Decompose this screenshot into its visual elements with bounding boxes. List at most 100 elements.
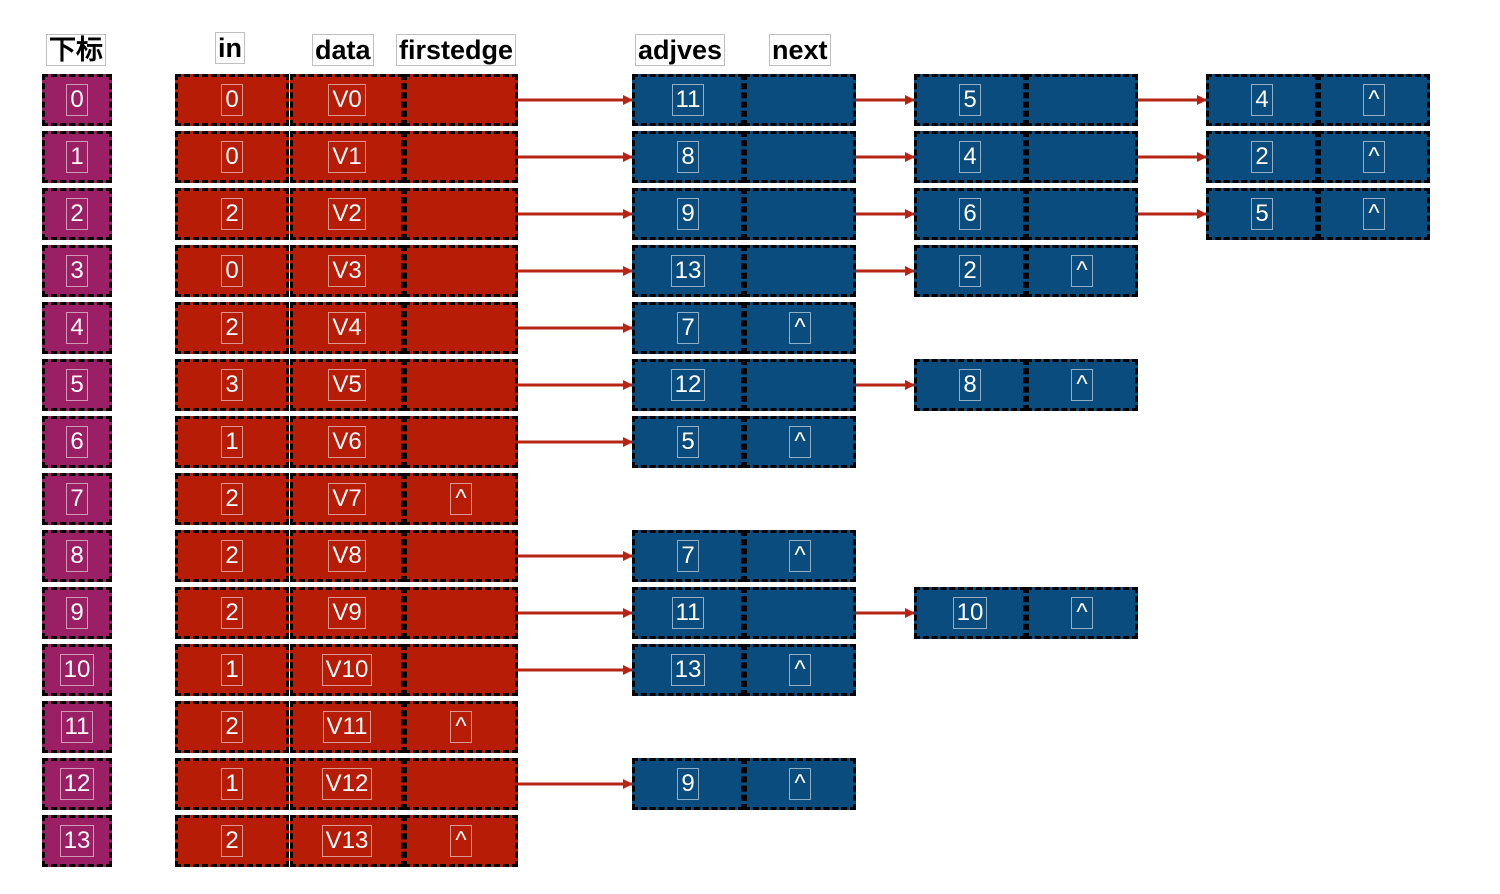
firstedge-cell: ^	[404, 815, 518, 867]
firstedge-cell-value: ^	[450, 483, 472, 515]
index-cell: 5	[42, 359, 112, 411]
in-degree-cell: 2	[175, 815, 289, 867]
index-cell-value: 7	[66, 483, 88, 515]
adjves-cell-value: 12	[670, 369, 706, 401]
firstedge-cell: ^	[404, 701, 518, 753]
adjves-cell-value: 4	[959, 141, 981, 173]
index-cell-value: 2	[66, 198, 88, 230]
in-degree-cell-value: 0	[221, 84, 243, 116]
adjves-cell-value: 13	[670, 255, 706, 287]
vertex-data-cell-value: V4	[328, 312, 366, 344]
index-cell-value: 1	[66, 141, 88, 173]
index-cell: 12	[42, 758, 112, 810]
in-degree-cell: 2	[175, 302, 289, 354]
next-cell-value: ^	[1363, 84, 1385, 116]
adjves-cell-value: 2	[1251, 141, 1273, 173]
next-cell-value: ^	[1071, 369, 1093, 401]
next-cell-value: ^	[1071, 255, 1093, 287]
index-cell: 10	[42, 644, 112, 696]
vertex-data-cell-value: V11	[322, 711, 372, 743]
in-degree-cell-value: 1	[221, 654, 243, 686]
next-cell-value: ^	[1363, 198, 1385, 230]
header-next: next	[769, 34, 831, 66]
next-cell: ^	[744, 758, 856, 810]
vertex-data-cell: V1	[290, 131, 404, 183]
in-degree-cell: 2	[175, 587, 289, 639]
adjves-cell-value: 5	[1251, 198, 1273, 230]
vertex-data-cell-value: V12	[321, 768, 373, 800]
adjves-cell-value: 8	[959, 369, 981, 401]
in-degree-cell-value: 2	[221, 483, 243, 515]
adjves-cell: 8	[914, 359, 1026, 411]
adjves-cell: 9	[632, 188, 744, 240]
vertex-data-cell-value: V8	[328, 540, 366, 572]
next-cell-value: ^	[789, 654, 811, 686]
next-cell	[744, 587, 856, 639]
index-cell-value: 12	[59, 768, 95, 800]
adjves-cell-value: 11	[671, 84, 705, 116]
adjves-cell: 2	[914, 245, 1026, 297]
in-degree-cell-value: 3	[221, 369, 243, 401]
index-cell-value: 0	[66, 84, 88, 116]
adjves-cell: 6	[914, 188, 1026, 240]
in-degree-cell: 1	[175, 758, 289, 810]
vertex-data-cell-value: V9	[328, 597, 366, 629]
adjves-cell: 5	[1206, 188, 1318, 240]
vertex-data-cell: V12	[290, 758, 404, 810]
in-degree-cell: 0	[175, 245, 289, 297]
index-cell-value: 3	[66, 255, 88, 287]
in-degree-cell-value: 2	[221, 312, 243, 344]
in-degree-cell: 3	[175, 359, 289, 411]
firstedge-cell	[404, 416, 518, 468]
header-firstedge: firstedge	[396, 34, 517, 66]
vertex-data-cell: V4	[290, 302, 404, 354]
next-cell: ^	[1026, 359, 1138, 411]
in-degree-cell: 2	[175, 188, 289, 240]
next-cell: ^	[1026, 245, 1138, 297]
adjves-cell-value: 6	[959, 198, 981, 230]
adjves-cell: 8	[632, 131, 744, 183]
adjves-cell: 5	[632, 416, 744, 468]
firstedge-cell	[404, 188, 518, 240]
index-cell-value: 5	[66, 369, 88, 401]
vertex-data-cell-value: V3	[328, 255, 366, 287]
in-degree-cell: 0	[175, 74, 289, 126]
next-cell-value: ^	[789, 426, 811, 458]
firstedge-cell: ^	[404, 473, 518, 525]
vertex-data-cell: V3	[290, 245, 404, 297]
adjves-cell: 9	[632, 758, 744, 810]
adjves-cell: 2	[1206, 131, 1318, 183]
header-in: in	[215, 32, 245, 64]
in-degree-cell-value: 2	[221, 825, 243, 857]
vertex-data-cell: V9	[290, 587, 404, 639]
vertex-data-cell: V6	[290, 416, 404, 468]
adjves-cell-value: 5	[959, 84, 981, 116]
firstedge-cell	[404, 587, 518, 639]
firstedge-cell	[404, 758, 518, 810]
in-degree-cell: 2	[175, 701, 289, 753]
in-degree-cell-value: 0	[221, 141, 243, 173]
header-adjves: adjves	[635, 34, 726, 66]
adjves-cell: 7	[632, 302, 744, 354]
adjves-cell-value: 8	[677, 141, 699, 173]
adjves-cell-value: 9	[677, 768, 699, 800]
in-degree-cell-value: 1	[221, 426, 243, 458]
adjves-cell-value: 13	[670, 654, 706, 686]
next-cell	[1026, 131, 1138, 183]
vertex-data-cell-value: V13	[321, 825, 373, 857]
next-cell-value: ^	[1071, 597, 1093, 629]
adjves-cell-value: 5	[677, 426, 699, 458]
index-cell-value: 11	[60, 711, 94, 743]
header-index: 下标	[46, 34, 106, 66]
adjves-cell-value: 9	[677, 198, 699, 230]
adjves-cell: 4	[1206, 74, 1318, 126]
index-cell-value: 10	[59, 654, 95, 686]
next-cell	[744, 74, 856, 126]
index-cell: 6	[42, 416, 112, 468]
index-cell: 11	[42, 701, 112, 753]
adjves-cell: 11	[632, 74, 744, 126]
index-cell-value: 9	[66, 597, 88, 629]
in-degree-cell-value: 2	[221, 540, 243, 572]
index-cell: 1	[42, 131, 112, 183]
index-cell-value: 13	[59, 825, 95, 857]
